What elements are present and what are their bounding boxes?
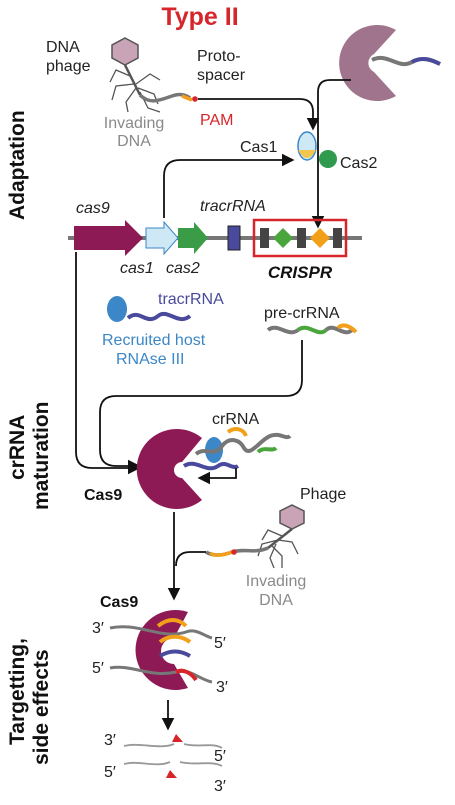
- arrow-genes-to-cas1: [163, 153, 295, 218]
- label-tracrrna: tracrRNA: [158, 291, 224, 308]
- cut-3-top: 3′: [104, 732, 116, 749]
- label-phage-bottom: Phage: [300, 486, 346, 503]
- label-crrna: crRNA: [212, 411, 259, 428]
- target-pam-dot: [231, 549, 237, 555]
- end-3-top: 3′: [92, 620, 104, 637]
- gene-label-cas2: cas2: [166, 260, 200, 277]
- arrow-crrna-loading: [197, 468, 237, 485]
- section-targeting-line1: Targetting,: [6, 638, 29, 745]
- arrow-phage-to-cas9: [175, 551, 206, 567]
- label-invading-dna-2: DNA: [259, 592, 293, 609]
- label-proto: Proto-: [197, 48, 241, 65]
- cas9-crrna-complex: [136, 427, 292, 510]
- phage-icon-bottom: [257, 504, 305, 569]
- cas1-cas2-complex: [297, 131, 337, 168]
- crispr-array: [260, 228, 342, 248]
- tracrrna-rnase-icon: [107, 296, 192, 322]
- end-3-mid: 3′: [216, 679, 228, 696]
- label-pre-crrna: pre-crRNA: [264, 305, 340, 322]
- label-cas9-complex: Cas9: [84, 487, 122, 504]
- label-invading-dna: DNA: [117, 133, 151, 150]
- cut-3-bot: 3′: [214, 778, 226, 795]
- label-dna: DNA: [46, 39, 80, 56]
- pre-crrna-strand: [266, 323, 358, 335]
- cut-5-bot: 5′: [104, 764, 116, 781]
- section-adaptation: Adaptation: [6, 110, 29, 220]
- end-5-top: 5′: [214, 635, 226, 652]
- cas9-protein-top: [339, 24, 441, 102]
- label-rnase-iii: RNAse III: [116, 351, 184, 368]
- label-cas9-target: Cas9: [100, 594, 138, 611]
- label-recruited-host: Recruited host: [102, 332, 206, 349]
- pam-dot: [192, 96, 198, 102]
- arrow-protospacer-to-cas1: [198, 98, 320, 131]
- label-cas1: Cas1: [240, 139, 277, 156]
- arrow-pre-crrna-to-cas9: [99, 340, 303, 473]
- section-crrna-line2: maturation: [30, 401, 53, 510]
- section-targeting-line2: side effects: [30, 649, 53, 765]
- label-spacer: spacer: [197, 67, 246, 84]
- gene-cas2-arrow: [178, 222, 208, 254]
- gene-label-tracrrna: tracrRNA: [200, 198, 266, 215]
- arrow-cas9-gene-to-protein: [75, 252, 141, 475]
- phage-icon-top: [109, 37, 161, 113]
- section-crrna-line1: crRNA: [6, 415, 29, 480]
- cut-5-top: 5′: [214, 748, 226, 765]
- gene-label-cas1: cas1: [120, 260, 154, 277]
- diagram-title: Type II: [161, 3, 238, 31]
- gene-cas1-arrow: [145, 220, 179, 256]
- label-crispr: CRISPR: [268, 263, 333, 282]
- protospacer-segment: [181, 94, 193, 102]
- end-5-mid: 5′: [92, 660, 104, 677]
- label-pam: PAM: [200, 112, 233, 129]
- cleaved-dna: [123, 734, 223, 778]
- gene-tracrrna-block: [227, 225, 241, 251]
- target-protospacer: [208, 550, 233, 557]
- label-invading-2: Invading: [246, 573, 307, 590]
- cas9-target-complex: [109, 610, 213, 690]
- label-cas2: Cas2: [340, 155, 377, 172]
- label-phage: phage: [46, 58, 91, 75]
- gene-cas9-arrow: [74, 220, 143, 256]
- gene-label-cas9: cas9: [76, 200, 110, 217]
- crispr-array-box: [252, 218, 348, 258]
- arrow-cas9-to-crispr: [311, 79, 351, 229]
- label-invading: Invading: [104, 115, 165, 132]
